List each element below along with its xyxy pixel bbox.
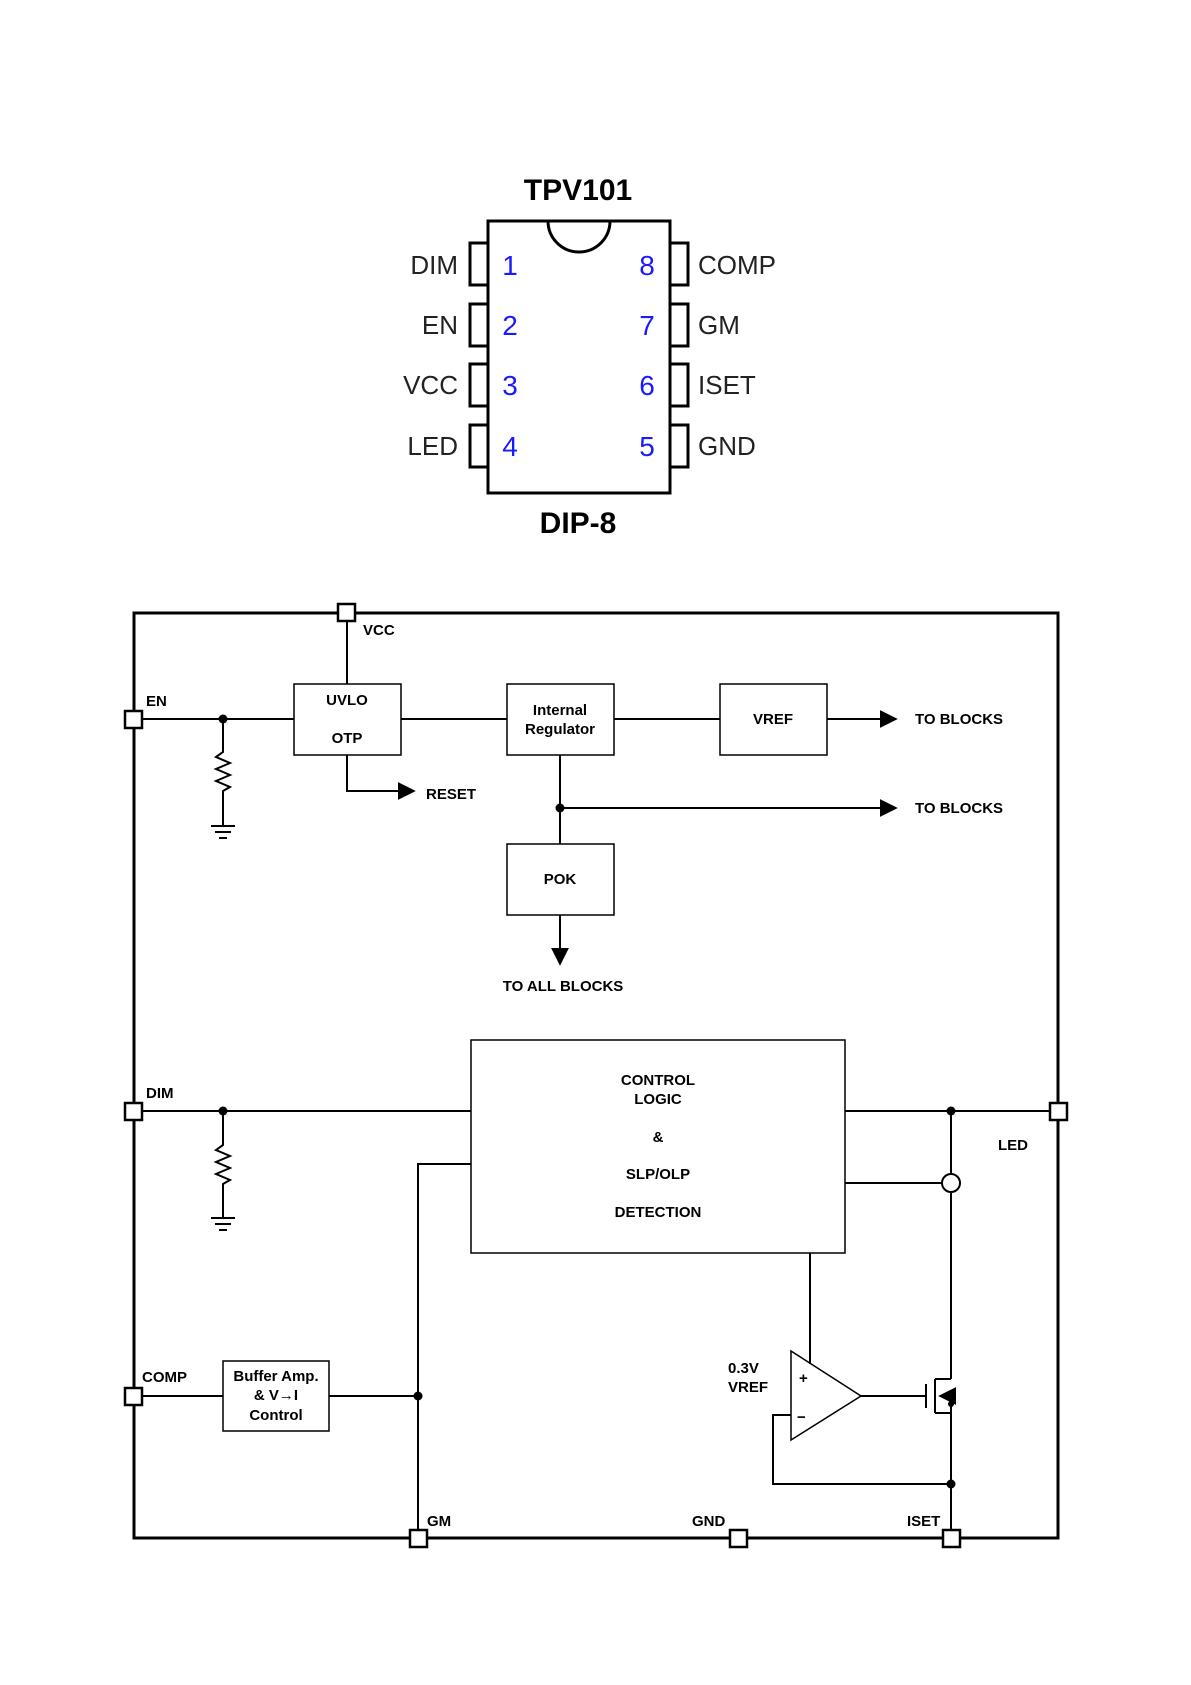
led-pad bbox=[1050, 1103, 1067, 1120]
control-label-line4: SLP/OLP bbox=[626, 1166, 690, 1183]
vcc-pad bbox=[338, 604, 355, 621]
package-title: TPV101 bbox=[524, 174, 632, 207]
control-label-line5: DETECTION bbox=[615, 1204, 702, 1221]
pin-number-4: 4 bbox=[502, 431, 518, 462]
iset-pad bbox=[943, 1530, 960, 1547]
pin-number-8: 8 bbox=[639, 250, 655, 281]
block-diagram: VCC EN UVLO OTP RESET Internal Regulator… bbox=[125, 604, 1067, 1547]
pin-name-6: ISET bbox=[698, 370, 756, 400]
pin-stub-1 bbox=[470, 243, 488, 285]
pin-name-4: LED bbox=[407, 431, 458, 461]
opamp-plus-sign: + bbox=[799, 1370, 808, 1387]
dip8-package: TPV101 DIM EN VCC LED 1 2 3 4 8 7 6 5 CO… bbox=[403, 174, 776, 540]
control-label-line2: LOGIC bbox=[634, 1091, 682, 1108]
regulator-label-line1: Internal bbox=[533, 702, 587, 719]
internal-regulator-block bbox=[507, 684, 614, 755]
pin-number-3: 3 bbox=[502, 370, 518, 401]
iset-pin-label: ISET bbox=[907, 1513, 940, 1530]
iset-junction bbox=[947, 1480, 956, 1489]
led-pin-label: LED bbox=[998, 1137, 1028, 1154]
gnd-pad bbox=[730, 1530, 747, 1547]
pin-name-8: COMP bbox=[698, 250, 776, 280]
comp-pad bbox=[125, 1388, 142, 1405]
pin-stub-8 bbox=[670, 243, 688, 285]
pin-name-7: GM bbox=[698, 310, 740, 340]
pin-name-2: EN bbox=[422, 310, 458, 340]
error-amplifier bbox=[791, 1351, 861, 1440]
pin-stub-2 bbox=[470, 304, 488, 346]
dim-pin-label: DIM bbox=[146, 1085, 174, 1102]
buffer-label-line2: & V→I bbox=[254, 1387, 298, 1404]
vref-label: VREF bbox=[753, 711, 793, 728]
pin-stub-7 bbox=[670, 304, 688, 346]
en-pad bbox=[125, 711, 142, 728]
en-pin-label: EN bbox=[146, 693, 167, 710]
gm-bus-wire bbox=[418, 1164, 471, 1530]
gm-pin-label: GM bbox=[427, 1513, 451, 1530]
otp-label: OTP bbox=[332, 730, 363, 747]
pin-name-1: DIM bbox=[410, 250, 458, 280]
reset-arrow bbox=[347, 755, 414, 791]
vcc-pin-label: VCC bbox=[363, 622, 395, 639]
pin-name-3: VCC bbox=[403, 370, 458, 400]
uvlo-label: UVLO bbox=[326, 692, 368, 709]
opamp-minus-sign: − bbox=[797, 1409, 806, 1426]
led-sense-crossover bbox=[942, 1174, 960, 1192]
pin-name-5: GND bbox=[698, 431, 756, 461]
regulator-label-line2: Regulator bbox=[525, 721, 595, 738]
buffer-label-line1: Buffer Amp. bbox=[233, 1368, 318, 1385]
dim-pulldown-resistor bbox=[216, 1111, 230, 1218]
to-blocks-label-1: TO BLOCKS bbox=[915, 711, 1003, 728]
reset-label: RESET bbox=[426, 786, 476, 803]
comp-pin-label: COMP bbox=[142, 1369, 187, 1386]
pin-number-1: 1 bbox=[502, 250, 518, 281]
control-label-line1: CONTROL bbox=[621, 1072, 695, 1089]
pin-stub-5 bbox=[670, 425, 688, 467]
package-type: DIP-8 bbox=[540, 507, 617, 540]
control-label-line3: & bbox=[653, 1129, 664, 1146]
ref-voltage-label: 0.3V bbox=[728, 1360, 759, 1377]
dim-pad bbox=[125, 1103, 142, 1120]
to-blocks-label-2: TO BLOCKS bbox=[915, 800, 1003, 817]
pin-number-6: 6 bbox=[639, 370, 655, 401]
pin-stub-4 bbox=[470, 425, 488, 467]
ref-name-label: VREF bbox=[728, 1379, 768, 1396]
pin-stub-6 bbox=[670, 364, 688, 406]
pin-number-2: 2 bbox=[502, 310, 518, 341]
mosfet-source-dot bbox=[948, 1401, 954, 1407]
gnd-pin-label: GND bbox=[692, 1513, 726, 1530]
package-notch bbox=[548, 221, 610, 252]
pok-label: POK bbox=[544, 871, 577, 888]
pin-number-7: 7 bbox=[639, 310, 655, 341]
to-all-blocks-label: TO ALL BLOCKS bbox=[503, 978, 624, 995]
pin-stub-3 bbox=[470, 364, 488, 406]
pin-number-5: 5 bbox=[639, 431, 655, 462]
gm-pad bbox=[410, 1530, 427, 1547]
buffer-label-line3: Control bbox=[249, 1407, 302, 1424]
en-pulldown-resistor bbox=[216, 719, 230, 826]
